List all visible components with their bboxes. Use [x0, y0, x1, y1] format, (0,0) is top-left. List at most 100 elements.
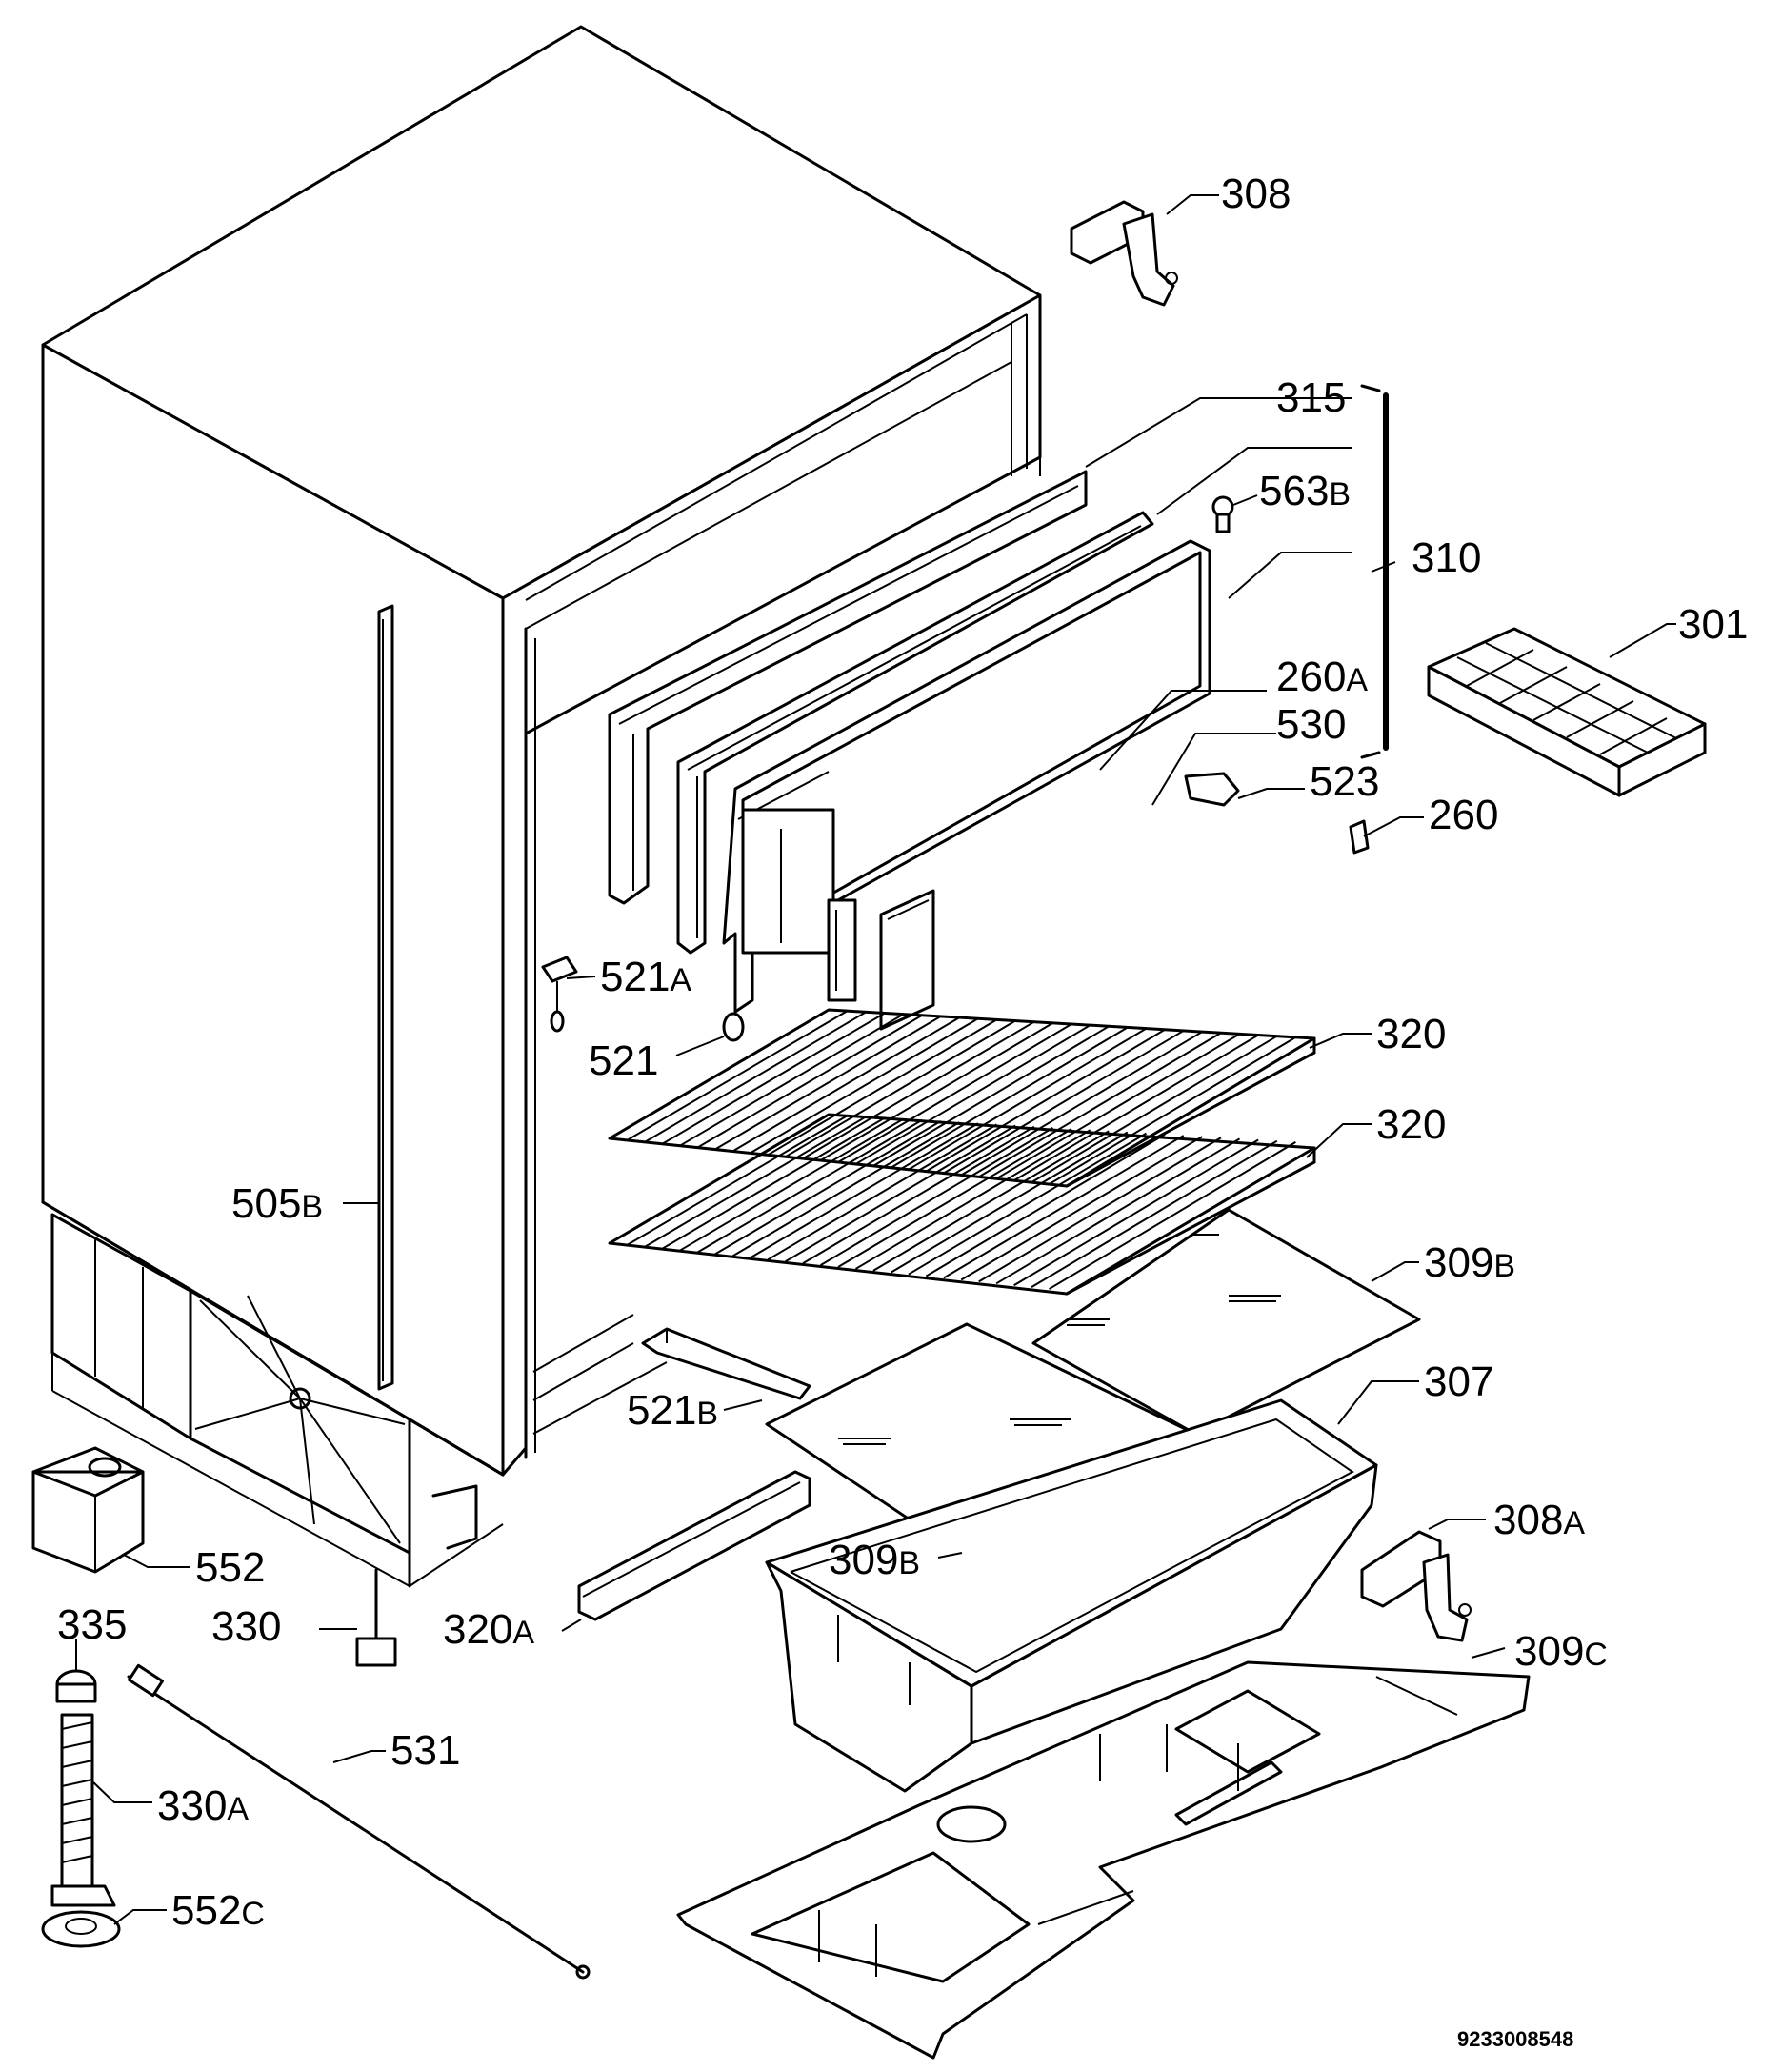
svg-text:260: 260 — [1429, 792, 1498, 838]
callout-521A: 521 — [600, 954, 670, 1000]
document-code: 9233008548 — [1457, 2027, 1573, 2051]
shelf-rod — [731, 1121, 960, 1257]
svg-text:320: 320 — [1376, 1011, 1446, 1057]
glass-shelf-309B-rear — [1031, 1208, 1421, 1436]
hinge-308A — [1360, 1530, 1472, 1642]
shelf-rod — [978, 1032, 1222, 1178]
callout-521: 521 — [589, 1037, 658, 1084]
svg-text:330A: 330A — [157, 1782, 249, 1829]
callout-315: 315 — [1276, 374, 1346, 421]
shelf-rod — [785, 1019, 1016, 1158]
shelf-rod — [837, 1023, 1072, 1163]
callout-530: 530 — [1276, 701, 1346, 748]
shelf-rod — [837, 1128, 1072, 1268]
shelf-rod — [1031, 1035, 1278, 1184]
callout-309B-front: 309 — [829, 1537, 898, 1583]
brace-310 — [1360, 384, 1389, 759]
callout-309B-rear: 309 — [1424, 1239, 1493, 1286]
callout-505B: 505 — [231, 1180, 301, 1227]
shelf-rod — [943, 1135, 1185, 1279]
shelf-rod — [785, 1124, 1016, 1263]
shelf-rod — [661, 1012, 886, 1145]
shelf-rod — [854, 1129, 1091, 1270]
clip-260 — [1349, 819, 1370, 855]
bracket-552 — [31, 1446, 145, 1574]
foot-pad-552C — [41, 1910, 121, 1948]
callout-531: 531 — [390, 1727, 460, 1774]
shelf-rod — [1049, 1036, 1296, 1185]
callout-260: 260 — [1429, 792, 1498, 838]
trim-strip-320A — [577, 1470, 811, 1621]
callout-320A: 320 — [443, 1606, 512, 1653]
callout-552C: 552 — [171, 1887, 241, 1934]
door-outer-260A — [722, 539, 1211, 1014]
ice-tray-301 — [1427, 627, 1707, 797]
callout-521B: 521 — [627, 1387, 696, 1434]
shelf-rod — [696, 1014, 923, 1149]
shelf-rod — [750, 1017, 979, 1155]
shelf-rod — [1013, 1138, 1259, 1287]
callout-308A: 308 — [1493, 1497, 1563, 1543]
shelf-rod — [890, 1131, 1129, 1274]
shelf-rod — [820, 1126, 1053, 1266]
svg-text:308: 308 — [1221, 171, 1291, 217]
foot-330 — [355, 1568, 397, 1667]
callout-330: 330 — [211, 1603, 281, 1650]
shelf-rod — [731, 1016, 960, 1153]
base-tray-309C — [676, 1660, 1531, 2060]
crisper-drawer-307 — [765, 1398, 1378, 1793]
shelf-rod — [872, 1130, 1110, 1272]
shelf-rod — [890, 1026, 1129, 1169]
callout-320-upper: 320 — [1376, 1011, 1446, 1057]
shelf-rod — [978, 1137, 1222, 1283]
svg-text:505B: 505B — [231, 1180, 323, 1227]
lamp-holder-521A — [541, 956, 578, 1033]
rod-531 — [127, 1663, 591, 1980]
gear-335 — [55, 1669, 97, 1703]
shelf-rod — [679, 1013, 904, 1147]
svg-text:523: 523 — [1310, 758, 1379, 805]
shelf-rod — [802, 1125, 1035, 1265]
svg-text:260A: 260A — [1276, 654, 1368, 700]
cabinet-body — [41, 25, 1042, 1588]
shelf-rod — [626, 1010, 849, 1141]
svg-text:531: 531 — [390, 1727, 460, 1774]
shelf-rod — [1049, 1140, 1296, 1290]
callout-523: 523 — [1310, 758, 1379, 805]
button-563B — [1211, 495, 1234, 533]
shelf-rod — [854, 1024, 1091, 1165]
shelf-rod — [802, 1020, 1035, 1160]
shelf-rod — [714, 1120, 942, 1256]
shelf-rod — [661, 1116, 886, 1250]
shelf-rod — [908, 1132, 1147, 1276]
svg-text:320: 320 — [1376, 1101, 1446, 1148]
svg-text:521A: 521A — [600, 954, 691, 1000]
shelf-rod — [943, 1030, 1185, 1175]
adjustable-foot-330A — [50, 1713, 116, 1907]
callout-260A: 260 — [1276, 654, 1346, 700]
shelf-rod — [644, 1011, 867, 1143]
shelf-rod — [626, 1115, 849, 1246]
svg-text:563B: 563B — [1259, 468, 1351, 514]
shelf-rod — [767, 1018, 998, 1157]
shelf-rod — [995, 1033, 1241, 1180]
shelf-rod — [714, 1016, 942, 1151]
shelf-rod — [995, 1137, 1241, 1285]
svg-text:309C: 309C — [1514, 1628, 1608, 1675]
svg-text:552C: 552C — [171, 1887, 265, 1934]
svg-text:307: 307 — [1424, 1358, 1493, 1405]
svg-text:309B: 309B — [1424, 1239, 1515, 1286]
door-gasket-315 — [608, 470, 1088, 905]
shelf-rod — [1013, 1034, 1259, 1182]
shelf-rod — [908, 1027, 1147, 1171]
shelf-rod — [960, 1136, 1203, 1281]
svg-text:320A: 320A — [443, 1606, 534, 1653]
hinge-530 — [827, 898, 857, 1002]
shelf-rod — [767, 1123, 998, 1261]
svg-text:309B: 309B — [829, 1537, 920, 1583]
svg-text:552: 552 — [195, 1544, 265, 1591]
svg-text:335: 335 — [57, 1601, 127, 1648]
shelf-rod — [644, 1116, 867, 1248]
latch-523 — [1184, 772, 1240, 807]
